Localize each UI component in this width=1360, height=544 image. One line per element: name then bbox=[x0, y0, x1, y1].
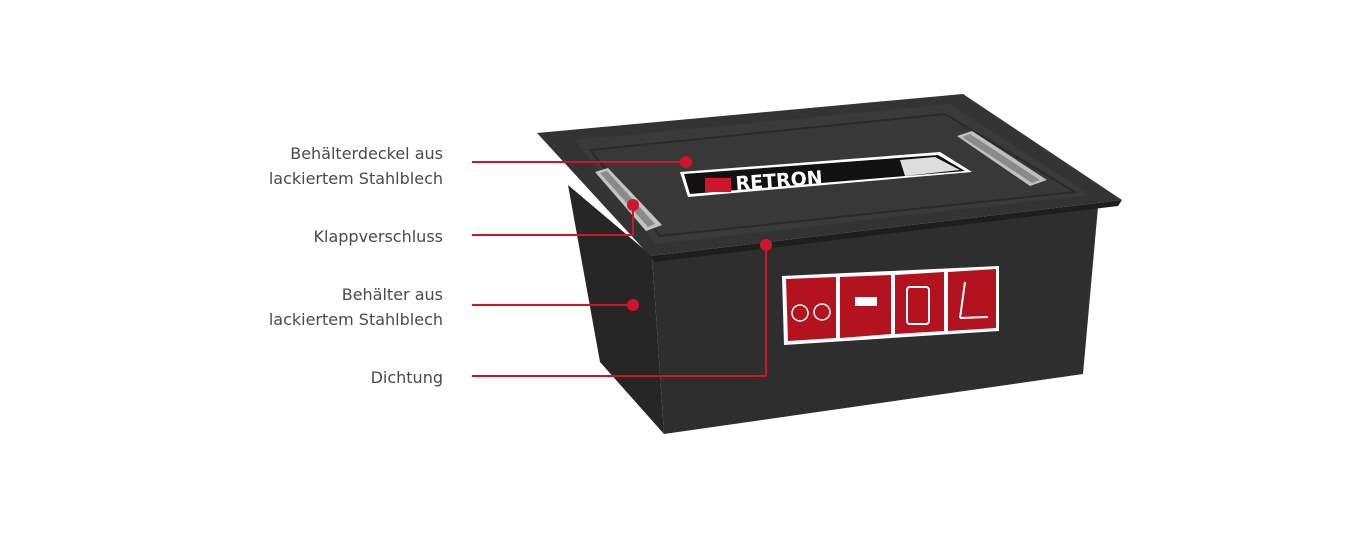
scooter-battery-icon bbox=[948, 269, 996, 331]
label-lid: Behälterdeckel aus lackiertem Stahlblech bbox=[269, 141, 443, 191]
callout-line-latch bbox=[472, 205, 634, 236]
label-lid-line2: lackiertem Stahlblech bbox=[268, 169, 443, 188]
latch-left-icon bbox=[595, 168, 662, 231]
drill-battery-icon bbox=[840, 275, 891, 338]
label-seal-line1: Dichtung bbox=[370, 368, 443, 387]
label-container-line1: Behälter aus bbox=[341, 285, 443, 304]
label-container-line2: lackiertem Stahlblech bbox=[268, 310, 443, 329]
handle-right-icon bbox=[957, 131, 1047, 186]
callout-dot-lid bbox=[680, 156, 692, 168]
label-latch: Klappverschluss bbox=[314, 224, 443, 249]
callout-dot-container bbox=[627, 299, 639, 311]
box-left-face bbox=[568, 185, 664, 434]
battery-types-sticker bbox=[782, 266, 999, 345]
bicycle-battery-icon bbox=[786, 277, 836, 341]
label-lid-line1: Behälterdeckel aus bbox=[290, 144, 443, 163]
callout-dot-latch bbox=[627, 199, 639, 211]
callout-line-seal bbox=[472, 245, 767, 377]
callout-dot-seal bbox=[760, 239, 772, 251]
label-container: Behälter aus lackiertem Stahlblech bbox=[269, 282, 443, 332]
label-seal: Dichtung bbox=[371, 365, 443, 390]
label-latch-line1: Klappverschluss bbox=[313, 227, 443, 246]
